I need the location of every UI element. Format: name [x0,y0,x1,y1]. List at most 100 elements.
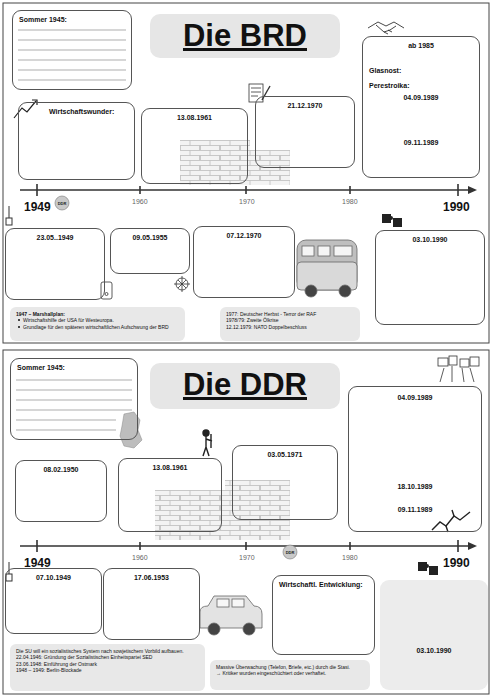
protest-icon [449,356,457,365]
panel-frame [3,3,489,694]
protest-icon [438,358,448,366]
date-box: 21.12.1970 [255,96,355,168]
germany-map [120,412,142,448]
note-box: Die SU will ein sozialistisches System n… [10,644,205,691]
timeline [468,542,477,550]
brick-wall [155,490,225,540]
handshake-icon [368,22,404,34]
phone-icon [101,282,112,299]
brick-wall [225,480,290,540]
timeline [20,540,468,552]
soldier-icon [203,434,212,456]
date-box: 03.05.1971 [232,445,338,520]
vw-bus [339,285,351,297]
date-box: 03.10.1990 [380,580,488,690]
node-text: 1977: Deutscher Herbst - Terror der RAF [226,311,354,317]
year-label: 1970 [239,198,255,205]
writing-box: Sommer 1945: [10,358,138,440]
node-text: 07.12.1970 [200,232,288,241]
node-text: Grundlage für den späteren wirtschaftlic… [16,324,179,330]
phone-icon [105,293,108,296]
coin-label: DDR [55,201,69,206]
event-box: Wirtschaftswunder: [18,102,135,180]
puzzle-icon [429,566,438,575]
title-box: Die DDR [150,363,340,409]
brick-wall [180,140,250,185]
node-text: Die SU will ein sozialistisches System n… [16,648,199,654]
document-icon [249,84,263,102]
node-text: 04.09.1989 [355,394,475,403]
date-box: 23.05..1949 [5,228,105,300]
document-icon [251,88,261,96]
node-text: 04.09.1989 [369,94,473,103]
node-text: Massive Überwachung (Telefon, Briefe, et… [216,664,364,670]
node-text: 1947 – Marshallplan: [16,311,179,317]
date-box: 17.06.1953 [103,568,200,640]
node-text: Die BRD [156,16,334,56]
node-text: 22.04.1946: Gründung der Sozialistischen… [16,654,199,660]
timeline [20,184,477,552]
writing-lines [16,30,132,430]
panel-frame [3,3,489,343]
node-text: 12.12.1979: NATO Doppelbeschluss [226,324,354,330]
node-text: Die DDR [156,365,334,405]
date-box: 08.02.1950 [15,460,107,522]
phone-icon [101,282,112,299]
writing-box: Sommer 1945: [12,10,132,90]
node-text: ab 1985 [369,42,473,51]
protest-icon [440,366,474,382]
panel-frame [3,350,489,694]
year-label: 1960 [132,198,148,205]
date-box: 13.08.1961 [118,458,222,532]
trabant-car [217,599,229,607]
trabant-car [208,623,220,635]
puzzle-icon [393,218,402,227]
writing-lines [18,30,126,80]
timeline [468,186,477,194]
node-text: 09.05.1955 [117,234,183,243]
date-box: 13.08.1961 [141,108,248,184]
date-box: 07.10.1949 [5,568,102,634]
note-box: Massive Überwachung (Telefon, Briefe, et… [210,660,370,690]
year-label: 1980 [342,198,358,205]
node-text: 21.12.1970 [262,102,348,111]
year-label: 1970 [239,554,255,561]
year-label: 1980 [342,554,358,561]
protest-icon [470,357,479,366]
note-box: 1947 – Marshallplan:Wirtschaftshilfe der… [10,307,185,341]
protest-icon [438,356,479,382]
title-box: Die BRD [150,14,340,58]
vw-bus [297,240,357,290]
date-box: 03.10.1990 [375,230,485,325]
event-box: 04.09.198918.10.198909.11.1989 [348,386,482,532]
node-text: Wirtschaftswunder: [25,108,128,117]
trabant-car [243,623,255,635]
vw-bus [305,285,317,297]
node-text: Wirtschaftl. Entwicklung: [279,581,368,590]
node-text: 09.11.1989 [355,506,475,515]
germany-map [120,412,142,448]
crack-icon [432,510,470,532]
date-box: 07.12.1970 [193,226,295,298]
coin-label: DDR [283,550,297,555]
document-icon [249,84,270,102]
node-text: 23.05..1949 [12,234,98,243]
node-text: 08.02.1950 [22,466,100,475]
node-text: 23.06.1948: Einführung der Ostmark [16,661,199,667]
writing-lines [16,380,132,430]
crack-icon [446,510,454,532]
node-text: 13.08.1961 [148,114,241,123]
handshake-icon [384,30,392,34]
vw-bus [334,246,352,256]
trabant-car [200,596,262,635]
event-box: ab 1985Glasnost:Perestroika:04.09.198909… [362,36,480,178]
compass-icon [174,276,190,292]
soldier-icon [203,430,212,456]
timeline [20,184,468,196]
crack-icon [432,512,470,530]
protest-icon [460,359,469,367]
node-text: Sommer 1945: [19,16,125,25]
vw-bus [297,240,357,297]
event-box: Wirtschaftl. Entwicklung: [272,575,375,655]
handshake-icon [368,22,404,28]
